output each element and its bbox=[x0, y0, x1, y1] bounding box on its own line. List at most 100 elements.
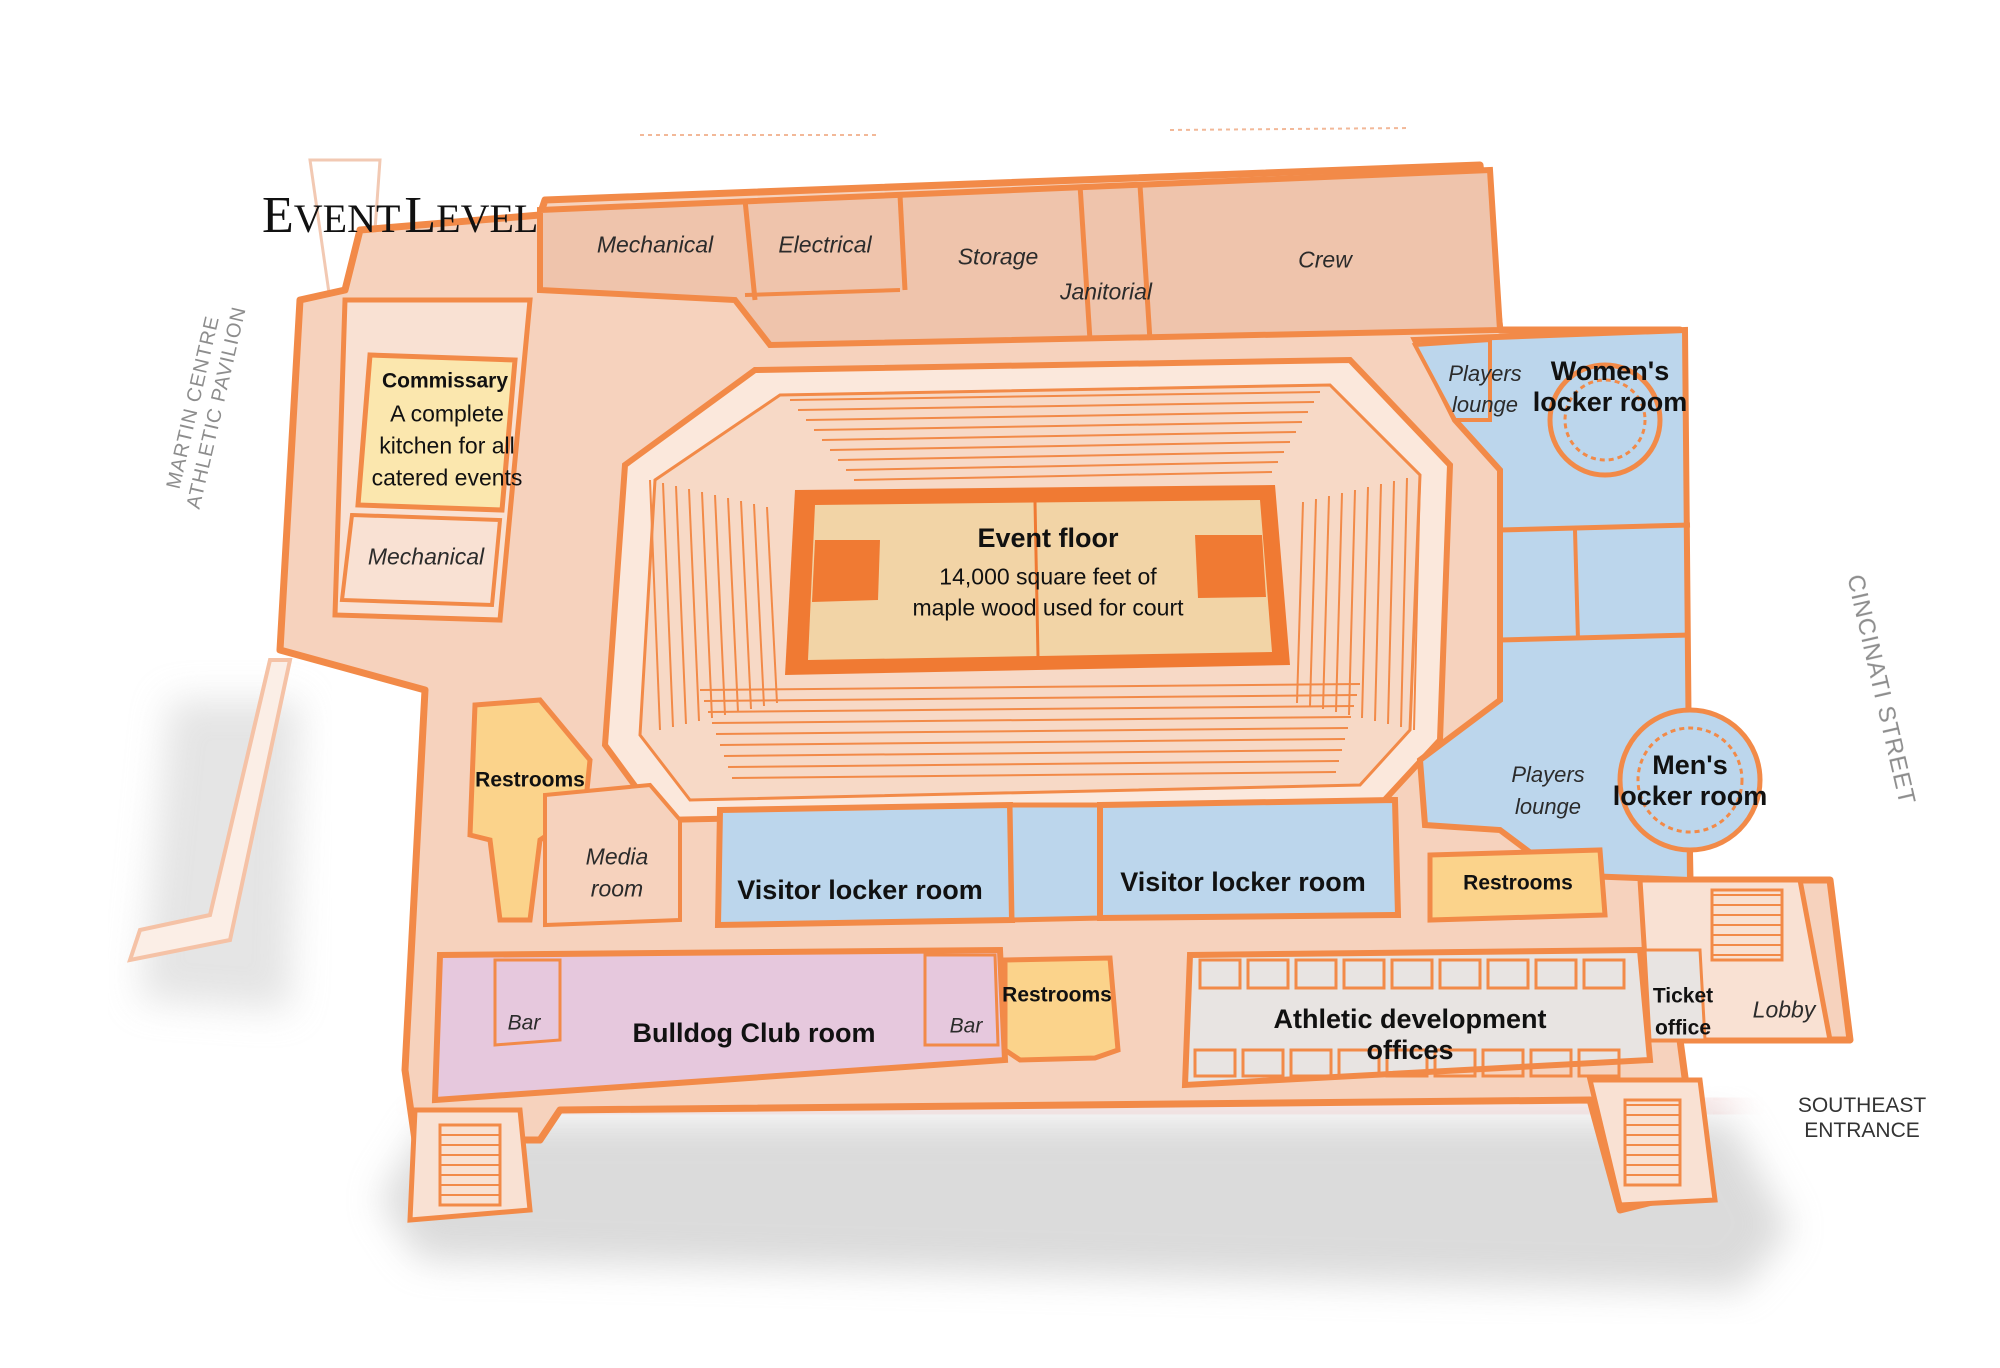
mechanical-left-label: Mechanical bbox=[367, 543, 485, 570]
seat-row-north bbox=[829, 441, 1291, 451]
entrance-label-line2: ENTRANCE bbox=[1804, 1119, 1920, 1142]
lobby-label: Lobby bbox=[1752, 996, 1816, 1023]
restrooms-right-label: Restrooms bbox=[1463, 871, 1573, 895]
office-cell bbox=[1289, 1048, 1333, 1078]
title-initial-e: E bbox=[262, 187, 294, 244]
west-rooms bbox=[332, 297, 533, 623]
office-cell bbox=[1529, 1048, 1573, 1078]
office-cell bbox=[1241, 1048, 1285, 1078]
event-floor-desc-line2: maple wood used for court bbox=[912, 594, 1184, 621]
commissary-title: Commissary bbox=[381, 369, 509, 393]
seat-row-east bbox=[1322, 495, 1330, 710]
seat-row-east bbox=[1400, 477, 1408, 728]
media-room-line1: Media bbox=[585, 843, 649, 870]
office-cell bbox=[1486, 958, 1530, 990]
visitor-lockers bbox=[714, 796, 1402, 929]
seat-row-south bbox=[703, 694, 1358, 702]
seat-row-west bbox=[675, 485, 687, 725]
seat-row-east bbox=[1413, 474, 1421, 731]
seat-row-north bbox=[837, 451, 1285, 461]
seat-row-east bbox=[1361, 486, 1369, 719]
seat-row-east bbox=[1387, 480, 1395, 725]
seat-row-south bbox=[707, 705, 1355, 713]
page-title: EVENT LEVEL bbox=[262, 190, 538, 242]
stairwells bbox=[407, 1077, 1718, 1223]
commissary-desc-line3: catered events bbox=[371, 464, 523, 491]
restrooms-bottom-label: Restrooms bbox=[1002, 983, 1112, 1007]
restroom-blocks bbox=[467, 697, 1608, 1063]
seat-row-west bbox=[766, 506, 778, 704]
title-initial-l: L bbox=[404, 187, 437, 244]
seat-row-west bbox=[701, 491, 713, 719]
southeast-entrance-label: SOUTHEAST ENTRANCE bbox=[1798, 1093, 1926, 1143]
office-cell bbox=[1193, 1048, 1237, 1078]
athletic-dev-line2: offices bbox=[1366, 1035, 1454, 1066]
title-word-evel: EVEL bbox=[436, 196, 539, 241]
storage-label: Storage bbox=[957, 243, 1039, 270]
office-cell bbox=[1198, 958, 1242, 990]
bar-left-label: Bar bbox=[507, 1011, 541, 1035]
players-lounge-bottom-line2: lounge bbox=[1514, 794, 1582, 820]
mens-locker-line2: locker room bbox=[1612, 781, 1768, 812]
event-floor-title: Event floor bbox=[977, 523, 1119, 554]
electrical-label: Electrical bbox=[778, 231, 872, 258]
seat-row-west bbox=[662, 482, 674, 728]
event-floor-desc-line1: 14,000 square feet of bbox=[939, 563, 1157, 590]
seat-row-east bbox=[1296, 501, 1304, 704]
ticket-office-line1: Ticket bbox=[1652, 984, 1714, 1008]
seat-row-south bbox=[719, 738, 1346, 746]
service-strip bbox=[537, 127, 1504, 349]
seat-row-south bbox=[731, 771, 1337, 779]
office-cell bbox=[1337, 1048, 1381, 1078]
janitorial-label: Janitorial bbox=[1059, 278, 1153, 305]
office-cell bbox=[1433, 1048, 1477, 1078]
seat-row-south bbox=[715, 727, 1349, 735]
bulldog-club-block bbox=[431, 946, 1009, 1104]
ticket-office-line2: office bbox=[1654, 1016, 1712, 1040]
womens-locker-line1: Women's bbox=[1550, 356, 1670, 387]
restrooms-left-label: Restrooms bbox=[475, 768, 585, 792]
office-cell bbox=[1438, 958, 1482, 990]
seat-row-north bbox=[821, 431, 1297, 441]
womens-locker-line2: locker room bbox=[1532, 387, 1688, 418]
seat-row-west bbox=[740, 500, 752, 710]
media-room-line2: room bbox=[590, 875, 644, 902]
crew-label: Crew bbox=[1298, 246, 1352, 273]
office-cell bbox=[1246, 958, 1290, 990]
seat-row-east bbox=[1309, 498, 1317, 707]
office-block bbox=[1181, 946, 1654, 1089]
seat-row-east bbox=[1335, 492, 1343, 713]
office-cell bbox=[1294, 958, 1338, 990]
athletic-dev-line1: Athletic development bbox=[1273, 1004, 1547, 1035]
seat-row-south bbox=[727, 760, 1340, 768]
players-lounge-top-line2: lounge bbox=[1451, 392, 1519, 418]
office-cell bbox=[1385, 1048, 1429, 1078]
media-room-walls bbox=[543, 782, 682, 928]
seat-row-west bbox=[727, 497, 739, 713]
seat-row-north bbox=[797, 401, 1315, 411]
seat-row-west bbox=[649, 479, 661, 731]
seat-row-west bbox=[753, 503, 765, 707]
visitor-locker-left-label: Visitor locker room bbox=[737, 875, 983, 906]
seat-row-west bbox=[714, 494, 726, 716]
players-lounge-top-line1: Players bbox=[1448, 361, 1522, 387]
lobby-block bbox=[1637, 877, 1834, 1043]
seat-row-north bbox=[813, 421, 1303, 431]
seat-row-north bbox=[845, 461, 1279, 471]
office-cell bbox=[1534, 958, 1578, 990]
office-cell bbox=[1481, 1048, 1525, 1078]
seat-row-south bbox=[699, 683, 1361, 691]
seat-row-north bbox=[805, 411, 1309, 421]
bar-right-label: Bar bbox=[949, 1014, 983, 1038]
seat-row-north bbox=[789, 391, 1321, 401]
mechanical-top-label: Mechanical bbox=[596, 231, 714, 258]
office-cell bbox=[1582, 958, 1626, 990]
seat-row-east bbox=[1374, 483, 1382, 722]
commissary-desc-line1: A complete bbox=[390, 400, 504, 427]
seat-row-south bbox=[711, 716, 1352, 724]
seat-row-north bbox=[853, 471, 1273, 481]
bulldog-club-label: Bulldog Club room bbox=[632, 1018, 876, 1049]
office-cell bbox=[1390, 958, 1434, 990]
